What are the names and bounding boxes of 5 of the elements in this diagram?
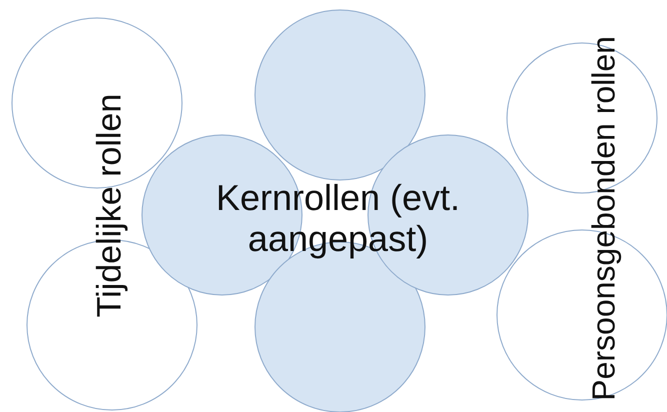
role-label: Tijdelijke rollen [90,92,130,319]
role-label: Persoonsgebonden rollen [586,34,622,402]
circle-shape [12,18,182,188]
role-label: Kernrollen (evt. aangepast) [214,176,462,260]
circle-shape [254,10,426,180]
